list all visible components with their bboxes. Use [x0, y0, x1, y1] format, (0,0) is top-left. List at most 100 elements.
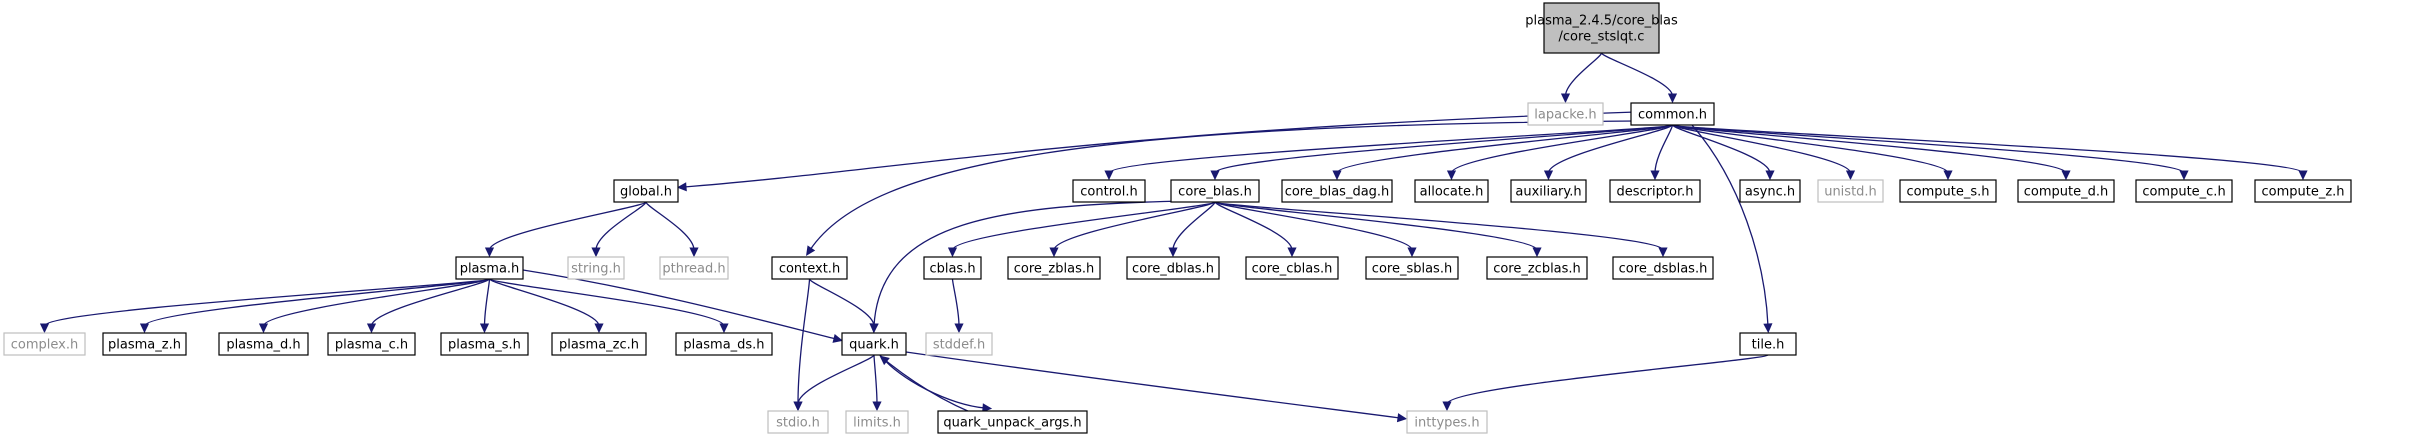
node-plasma_zc[interactable]: plasma_zc.h: [551, 332, 647, 356]
node-core_zcblas[interactable]: core_zcblas.h: [1486, 256, 1588, 280]
node-label: stdio.h: [776, 416, 820, 431]
node-box: [923, 256, 982, 280]
node-context[interactable]: context.h: [771, 256, 848, 280]
node-allocate[interactable]: allocate.h: [1414, 179, 1489, 203]
node-label: auxiliary.h: [1515, 185, 1581, 200]
edge-line: [951, 278, 960, 327]
edge-context-to-stdio: [793, 278, 811, 412]
node-cblas[interactable]: cblas.h: [923, 256, 982, 280]
node-box: [455, 256, 524, 280]
edge-line: [488, 201, 647, 251]
node-label: complex.h: [11, 338, 78, 353]
edge-quark-to-quark_unpack: [879, 354, 993, 413]
node-box: [1414, 179, 1489, 203]
node-box: [2017, 179, 2115, 203]
node-label: compute_d.h: [2024, 185, 2108, 200]
edge-line: [951, 201, 1216, 251]
arrowhead: [1658, 247, 1668, 258]
edge-line: [1671, 124, 1949, 174]
edge-line: [1671, 124, 2067, 174]
node-descriptor[interactable]: descriptor.h: [1609, 179, 1701, 203]
edge-plasma-to-plasma_c: [366, 278, 491, 334]
arrowhead: [1765, 170, 1775, 181]
node-root[interactable]: plasma_2.4.5/core_blas/core_stslqt.c: [1525, 2, 1678, 54]
edge-cblas-to-stddef: [951, 278, 964, 334]
node-label: unistd.h: [1824, 185, 1877, 200]
node-compute_s[interactable]: compute_s.h: [1899, 179, 1997, 203]
node-box: [1510, 179, 1587, 203]
edge-line: [595, 201, 647, 251]
node-plasma_d[interactable]: plasma_d.h: [218, 332, 309, 356]
edge-line: [143, 278, 491, 327]
arrowhead: [869, 323, 879, 334]
edge-common-to-descriptor: [1650, 124, 1674, 181]
node-core_dblas[interactable]: core_dblas.h: [1126, 256, 1220, 280]
arrowhead: [1543, 170, 1554, 181]
edge-line: [370, 278, 491, 327]
arrowhead: [1049, 247, 1059, 258]
node-box: [1899, 179, 1997, 203]
node-core_zblas[interactable]: core_zblas.h: [1007, 256, 1101, 280]
node-label: context.h: [779, 262, 840, 277]
edge-plasma-to-quark: [522, 269, 843, 343]
node-plasma_ds[interactable]: plasma_ds.h: [675, 332, 773, 356]
node-global[interactable]: global.h: [613, 179, 679, 203]
node-box: [613, 179, 679, 203]
edge-line: [488, 278, 725, 327]
arrowhead: [2179, 170, 2189, 181]
arrowhead: [1763, 323, 1773, 334]
node-label: global.h: [620, 185, 672, 200]
edge-core_blas-to-core_zblas: [1049, 201, 1216, 258]
edge-line: [1671, 124, 1771, 174]
node-core_blas_dag[interactable]: core_blas_dag.h: [1281, 179, 1393, 203]
edge-plasma-to-plasma_zc: [488, 278, 604, 334]
arrowhead: [1446, 170, 1457, 181]
edge-common-to-auxiliary: [1543, 124, 1674, 181]
node-box: [1007, 256, 1101, 280]
edge-line: [873, 354, 878, 405]
node-box: [1126, 256, 1220, 280]
node-plasma_s[interactable]: plasma_s.h: [440, 332, 529, 356]
node-tile[interactable]: tile.h: [1739, 332, 1797, 356]
node-compute_z[interactable]: compute_z.h: [2254, 179, 2352, 203]
edge-line: [1691, 124, 1769, 327]
arrowhead: [1104, 170, 1114, 181]
node-plasma_z[interactable]: plasma_z.h: [102, 332, 187, 356]
node-core_blas[interactable]: core_blas.h: [1170, 179, 1260, 203]
node-plasma_c[interactable]: plasma_c.h: [327, 332, 416, 356]
node-common[interactable]: common.h: [1630, 102, 1715, 126]
node-box: [2135, 179, 2233, 203]
node-control[interactable]: control.h: [1072, 179, 1146, 203]
node-quark_unpack[interactable]: quark_unpack_args.h: [937, 410, 1088, 434]
arrowhead: [1650, 170, 1660, 181]
edge-common-to-global: [676, 111, 1637, 192]
node-auxiliary[interactable]: auxiliary.h: [1510, 179, 1587, 203]
node-label: descriptor.h: [1617, 185, 1694, 200]
node-plasma[interactable]: plasma.h: [455, 256, 524, 280]
edge-line: [1564, 52, 1603, 97]
edge-common-to-allocate: [1446, 124, 1674, 181]
edge-common-to-core_blas: [1210, 124, 1674, 181]
node-label: compute_c.h: [2142, 185, 2225, 200]
edge-global-to-string: [591, 201, 647, 258]
arrowhead: [1532, 247, 1542, 258]
arrowhead: [879, 355, 890, 366]
edge-quark-to-stdio: [793, 354, 875, 412]
node-core_sblas[interactable]: core_sblas.h: [1365, 256, 1459, 280]
node-box: [1281, 179, 1393, 203]
node-box: [1170, 179, 1260, 203]
node-compute_d[interactable]: compute_d.h: [2017, 179, 2115, 203]
node-core_cblas[interactable]: core_cblas.h: [1245, 256, 1339, 280]
node-quark[interactable]: quark.h: [841, 332, 907, 356]
node-string: string.h: [567, 256, 625, 280]
node-compute_c[interactable]: compute_c.h: [2135, 179, 2233, 203]
node-box: [1630, 102, 1715, 126]
node-label: cblas.h: [929, 262, 975, 277]
node-async[interactable]: async.h: [1739, 179, 1801, 203]
node-core_dsblas[interactable]: core_dsblas.h: [1612, 256, 1714, 280]
arrowhead: [594, 323, 604, 334]
node-stdio: stdio.h: [767, 410, 829, 434]
node-label: core_dsblas.h: [1619, 262, 1708, 277]
edge-context-to-quark: [808, 278, 879, 334]
